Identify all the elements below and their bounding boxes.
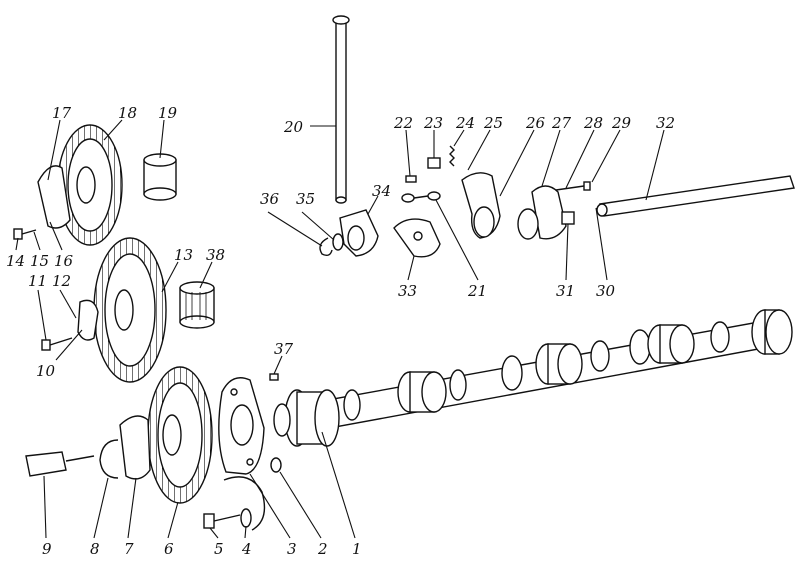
lever-33	[393, 218, 441, 258]
lock-plate-10	[77, 299, 99, 341]
lever-34	[339, 209, 379, 257]
pin-22	[405, 175, 417, 183]
leader-lines	[15, 119, 665, 539]
bolt-5	[203, 508, 252, 529]
callout-5: 5	[214, 540, 224, 558]
gear-18	[57, 124, 123, 246]
callout-23: 23	[423, 114, 443, 132]
bolt-28	[555, 181, 591, 191]
spring-wire-4	[223, 476, 266, 531]
callout-17: 17	[52, 104, 72, 122]
callout-18: 18	[118, 104, 137, 122]
callout-1: 1	[352, 540, 362, 558]
callout-36: 36	[260, 190, 280, 208]
bolt-14	[13, 228, 37, 240]
callout-labels: 1 2 3 4 5 6 7 8 9 10 11 12 13 14 15 16 1…	[6, 104, 675, 558]
callout-9: 9	[42, 540, 52, 558]
washer-2	[270, 457, 282, 473]
callout-4: 4	[241, 540, 252, 558]
callout-35: 35	[296, 190, 315, 208]
callout-25: 25	[483, 114, 503, 132]
camshaft	[273, 309, 793, 447]
bushing-19	[143, 153, 177, 201]
spring-24	[449, 145, 455, 167]
callout-38: 38	[206, 246, 225, 264]
callout-12: 12	[52, 272, 71, 290]
callout-8: 8	[90, 540, 100, 558]
callout-29: 29	[611, 114, 632, 132]
callout-13: 13	[174, 246, 193, 264]
thrust-flange	[218, 377, 265, 475]
gear-13	[93, 237, 167, 383]
sleeve-23	[427, 157, 441, 169]
callout-28: 28	[583, 114, 603, 132]
callout-14: 14	[6, 252, 25, 270]
callout-11: 11	[28, 272, 47, 290]
lever-26	[461, 172, 501, 239]
callout-32: 32	[656, 114, 675, 132]
shaft-20	[332, 15, 350, 204]
callout-24: 24	[455, 114, 475, 132]
callout-10: 10	[36, 362, 56, 380]
callout-15: 15	[30, 252, 49, 270]
bushing-31	[561, 211, 575, 225]
stud-9	[25, 451, 95, 477]
callout-7: 7	[124, 540, 134, 558]
callout-37: 37	[274, 340, 294, 358]
lever-27	[517, 185, 567, 240]
callout-31: 31	[556, 282, 575, 300]
callout-27: 27	[551, 114, 572, 132]
callout-26: 26	[525, 114, 546, 132]
callout-34: 34	[372, 182, 391, 200]
bushing-38	[179, 281, 215, 329]
link-21	[401, 191, 441, 203]
callout-19: 19	[158, 104, 178, 122]
callout-6: 6	[164, 540, 174, 558]
ring-35	[332, 233, 344, 251]
lock-plate-7	[119, 415, 151, 480]
callout-30: 30	[596, 282, 616, 300]
callout-21: 21	[467, 282, 487, 300]
callout-33: 33	[398, 282, 417, 300]
circlip-8	[99, 439, 119, 479]
callout-22: 22	[393, 114, 413, 132]
gear-6	[147, 366, 213, 504]
key-37	[269, 373, 279, 381]
callout-2: 2	[317, 540, 328, 558]
callout-16: 16	[54, 252, 74, 270]
callout-20: 20	[283, 118, 304, 136]
shaft-32	[596, 175, 795, 217]
circlip-36	[319, 237, 333, 257]
callout-3: 3	[287, 540, 297, 558]
